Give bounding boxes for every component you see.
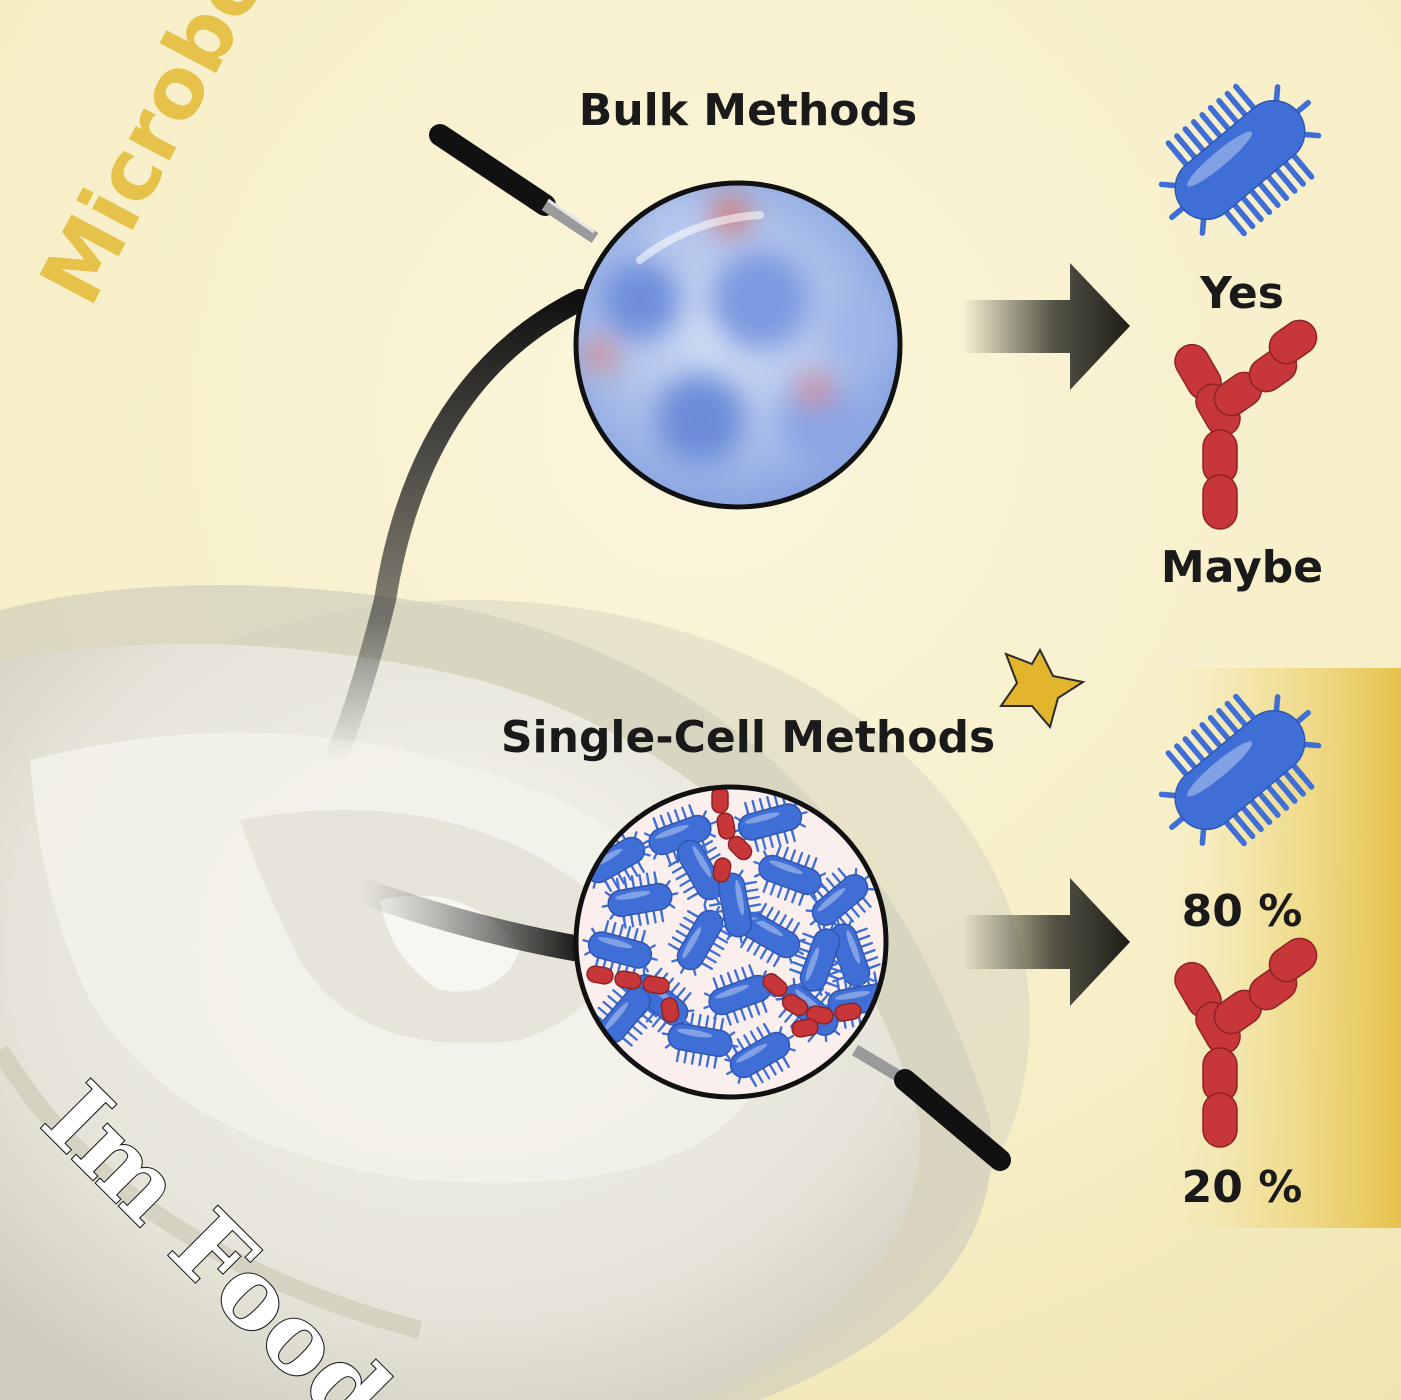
red-microbe-icon	[1174, 937, 1318, 1148]
single-cell-magnifier	[573, 784, 1011, 1171]
blue-microbe-icon	[1158, 693, 1322, 847]
blue-microbe-body	[1158, 83, 1322, 237]
blue-microbe-body	[667, 904, 733, 976]
star-icon	[999, 647, 1086, 730]
red-microbe-chain	[1174, 937, 1318, 1148]
bulk-connector	[324, 289, 591, 771]
red-microbe-chain	[586, 965, 680, 1023]
blue-microbe-body	[732, 792, 808, 852]
blue-microbe-icon	[1158, 83, 1322, 237]
blue-microbe-body	[582, 920, 658, 980]
microbe-field	[579, 789, 884, 1088]
single-cell-result-20: 20 %	[1182, 1162, 1303, 1213]
red-microbe-chain	[1174, 319, 1318, 530]
bulk-result-yes: Yes	[1199, 268, 1284, 319]
magnifier-handle-top	[429, 124, 599, 244]
blue-microbe-body	[601, 871, 679, 929]
single-cell-connector	[347, 877, 598, 963]
blue-microbe-body	[667, 834, 733, 906]
blue-microbe-body	[753, 844, 827, 906]
blue-microbe-body	[703, 964, 777, 1026]
red-microbe-icon	[1174, 319, 1318, 530]
bulk-arrow	[962, 263, 1130, 390]
blue-microbe-body	[706, 866, 764, 944]
magnifier-handle-bottom	[851, 1044, 1011, 1171]
blue-microbe-body	[805, 867, 875, 933]
bulk-result-maybe: Maybe	[1161, 542, 1323, 593]
blue-microbe-body	[724, 1022, 796, 1088]
bulk-methods-heading: Bulk Methods	[579, 85, 917, 136]
red-microbe-chain	[762, 973, 862, 1038]
blue-microbe-body	[789, 923, 851, 997]
bulk-magnifier	[429, 124, 903, 510]
single-cell-methods-heading: Single-Cell Methods	[501, 712, 995, 763]
red-microbe-chain	[711, 789, 753, 883]
single-cell-arrow	[962, 878, 1130, 1006]
single-cell-result-80: 80 %	[1182, 886, 1303, 937]
blue-microbe-body	[1158, 693, 1322, 847]
